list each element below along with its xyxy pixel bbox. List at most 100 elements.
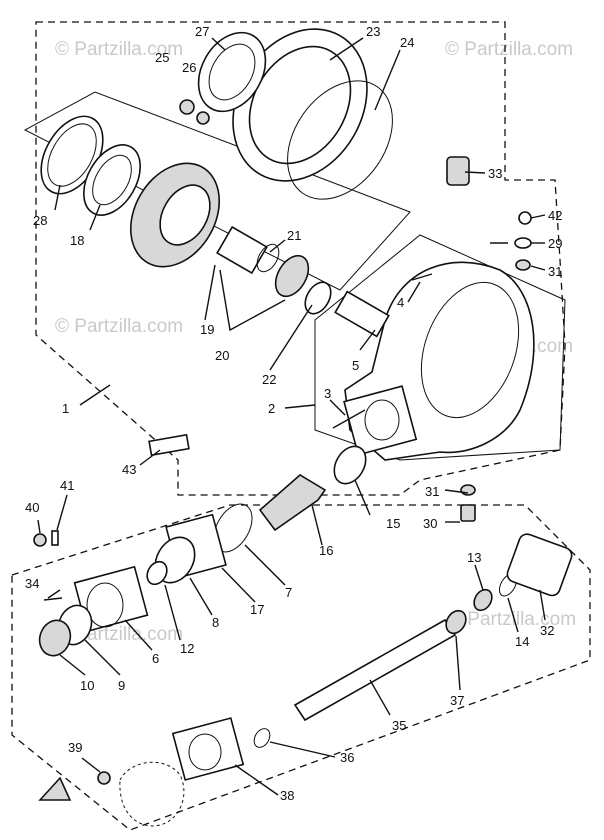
leader-line (59, 654, 86, 676)
nut-part (179, 99, 195, 115)
leader-line (284, 404, 316, 409)
leader-line (444, 489, 469, 494)
bearing-part (333, 445, 367, 485)
callout-28: 28 (33, 213, 47, 228)
gasket-part (515, 259, 531, 271)
coupling-gear-part (506, 533, 573, 597)
output-housing-bore (188, 733, 222, 771)
leader-line (79, 384, 111, 406)
bolt-part (43, 597, 63, 601)
callout-19: 19 (200, 322, 214, 337)
callout-34: 34 (25, 576, 39, 591)
universal-joint-part (445, 609, 467, 635)
leader-line (164, 584, 181, 641)
shim-inner (47, 123, 97, 187)
clip-part (253, 728, 271, 748)
bearing-inner (92, 154, 132, 206)
leader-line (244, 544, 286, 586)
callout-32: 32 (540, 623, 554, 638)
callout-24: 24 (400, 35, 414, 50)
callout-16: 16 (319, 543, 333, 558)
callout-13: 13 (467, 550, 481, 565)
gasket-part (460, 484, 476, 496)
leader-line (81, 757, 101, 773)
callout-43: 43 (122, 462, 136, 477)
joint-housing-bore (86, 582, 124, 628)
leader-line (474, 564, 484, 591)
callout-25: 25 (155, 50, 169, 65)
roller-bearing-part (274, 254, 310, 298)
leader-line (329, 399, 346, 416)
callout-12: 12 (180, 641, 194, 656)
leader-line (407, 281, 421, 303)
oil-seal-part (197, 31, 267, 113)
watermark: © Partzilla.com (55, 39, 183, 60)
o-ring-part (287, 80, 393, 200)
leader-line (89, 204, 101, 231)
stud-part (411, 273, 433, 281)
case-frame (314, 234, 566, 461)
seal-part (304, 281, 332, 315)
callout-31: 31 (425, 484, 439, 499)
callout-31: 31 (548, 264, 562, 279)
circlip-part (473, 588, 493, 612)
stud-part (332, 409, 366, 429)
leader-line (269, 741, 336, 758)
callout-21: 21 (287, 228, 301, 243)
gear-case-flange (343, 385, 418, 456)
axle-part (334, 290, 390, 338)
gear-case-assembly-boundary (35, 21, 566, 496)
leader-line (189, 577, 213, 616)
leader-line (269, 239, 286, 253)
leader-line (37, 519, 41, 534)
leader-line (311, 504, 323, 546)
callout-26: 26 (182, 60, 196, 75)
leader-line (124, 619, 153, 651)
callout-15: 15 (386, 516, 400, 531)
bolt-part (97, 771, 111, 785)
callout-9: 9 (118, 678, 125, 693)
leader-line (234, 764, 279, 796)
leader-line (464, 171, 486, 174)
leader-line (530, 214, 546, 219)
leader-line (329, 37, 364, 61)
front-arrow-icon (38, 776, 72, 801)
drive-shaft-part (293, 618, 457, 722)
leader-line (539, 589, 546, 621)
leader-line (221, 567, 256, 603)
callout-30: 30 (423, 516, 437, 531)
oil-seal-inner (208, 43, 256, 101)
parts (33, 28, 573, 827)
callout-29: 29 (548, 236, 562, 251)
washer-part (514, 237, 532, 249)
leader-line (56, 494, 68, 531)
seal-part (146, 560, 168, 586)
leader-line (530, 265, 546, 271)
leader-line (54, 184, 61, 211)
output-housing-part (171, 717, 245, 781)
callout-6: 6 (152, 651, 159, 666)
leader-line (211, 37, 226, 51)
circlip-part (256, 243, 280, 273)
callout-22: 22 (262, 372, 276, 387)
callout-27: 27 (195, 24, 209, 39)
spacer-part (216, 225, 268, 275)
bolt-part (518, 211, 532, 225)
callout-35: 35 (392, 718, 406, 733)
callout-7: 7 (285, 585, 292, 600)
drain-plug-part (460, 504, 476, 522)
pinion-gear-part (258, 474, 327, 532)
callout-41: 41 (60, 478, 74, 493)
bearing-part (83, 144, 141, 216)
leader-line (84, 639, 121, 676)
breather-cap-part (446, 156, 470, 186)
washer-part (196, 111, 210, 125)
callout-18: 18 (70, 233, 84, 248)
callout-39: 39 (68, 740, 82, 755)
leader-line (359, 329, 376, 351)
leader-lines (37, 37, 546, 796)
callout-1: 1 (62, 401, 69, 416)
callout-2: 2 (268, 401, 275, 416)
callout-17: 17 (250, 602, 264, 617)
